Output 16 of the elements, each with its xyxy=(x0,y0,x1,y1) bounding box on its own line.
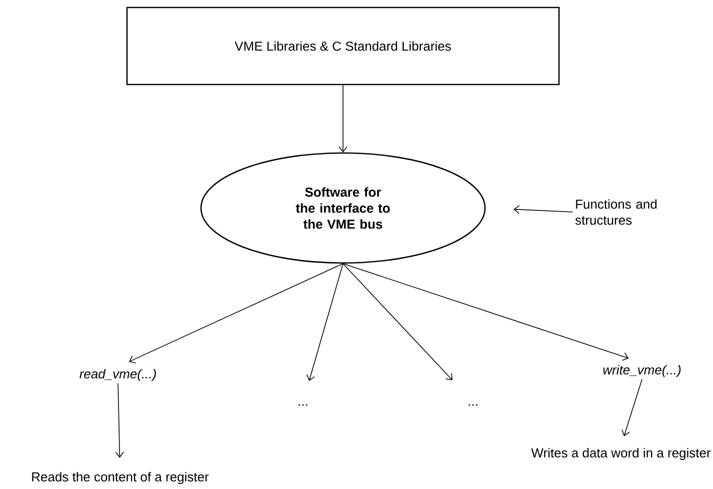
arrow xyxy=(115,382,124,458)
arrow xyxy=(514,205,574,214)
arrow xyxy=(622,378,642,436)
arrow xyxy=(306,263,344,381)
arrow xyxy=(128,263,344,364)
function-label: write_vme(...) xyxy=(603,364,681,378)
arrow xyxy=(342,263,629,361)
description-text: Writes a data word in a register xyxy=(531,448,711,460)
ellipsis-label: ... xyxy=(468,404,478,406)
side-note: Functions and structures xyxy=(575,199,657,225)
function-label: read_vme(...) xyxy=(80,368,156,382)
library-box: VME Libraries & C Standard Libraries xyxy=(126,6,560,86)
arrow xyxy=(342,263,452,380)
arrow xyxy=(338,84,348,152)
ellipsis-label: ... xyxy=(298,404,308,406)
description-text: Reads the content of a register xyxy=(32,472,209,484)
